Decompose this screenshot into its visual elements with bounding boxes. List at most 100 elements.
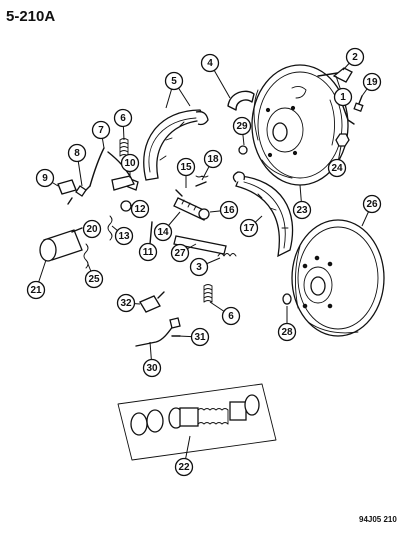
callout-circle: [130, 199, 150, 219]
callout-number: 30: [146, 363, 158, 374]
callout-number: 4: [207, 58, 213, 69]
callout-circle: [114, 226, 134, 246]
part-32-bracket-drawing: [139, 291, 165, 313]
part-9-clip-drawing: [57, 179, 77, 205]
part-11-pin-drawing: [149, 221, 153, 245]
callout-c12: 12: [130, 199, 150, 219]
callout-circle: [174, 457, 194, 477]
callout-number: 2: [352, 52, 358, 63]
callout-c20: 20: [82, 219, 102, 239]
callout-circle: [200, 53, 220, 73]
callout-c21: 21: [26, 280, 46, 300]
callout-circle: [176, 157, 196, 177]
callout-number: 22: [178, 462, 190, 473]
callout-c6b: 6: [221, 306, 241, 326]
callout-number: 18: [207, 154, 219, 165]
callout-number: 19: [366, 77, 378, 88]
callout-c19: 19: [362, 72, 382, 92]
brake-shoe-upper-drawing: [143, 109, 209, 181]
callout-circle: [232, 116, 252, 136]
callout-number: 25: [88, 274, 100, 285]
callout-c30: 30: [142, 358, 162, 378]
callout-circle: [113, 108, 133, 128]
callout-circle: [84, 269, 104, 289]
callout-c17: 17: [239, 218, 259, 238]
backing-plate-drawing: [251, 64, 349, 186]
callout-number: 10: [124, 158, 136, 169]
callout-circle: [26, 280, 46, 300]
callout-c10: 10: [120, 153, 140, 173]
spring-6-lower-drawing: [203, 284, 213, 303]
callout-number: 31: [194, 332, 206, 343]
callout-c16: 16: [219, 200, 239, 220]
callout-c4: 4: [200, 53, 220, 73]
callout-circle: [189, 257, 209, 277]
callout-number: 20: [86, 224, 98, 235]
callout-circle: [277, 322, 297, 342]
brake-shoe-lower-drawing: [232, 171, 294, 258]
callout-number: 15: [180, 162, 192, 173]
callout-c14: 14: [153, 222, 173, 242]
callout-circle: [164, 71, 184, 91]
callout-number: 1: [340, 92, 346, 103]
brake-drum-drawing: [291, 219, 385, 337]
callout-c3: 3: [189, 257, 209, 277]
callout-c28: 28: [277, 322, 297, 342]
callout-number: 8: [74, 148, 80, 159]
callout-c2: 2: [345, 47, 365, 67]
callout-c8: 8: [67, 143, 87, 163]
callout-c31: 31: [190, 327, 210, 347]
spring-3-drawing: [217, 253, 237, 257]
callout-circle: [239, 218, 259, 238]
callout-c15: 15: [176, 157, 196, 177]
callout-circle: [91, 120, 111, 140]
callout-circle: [153, 222, 173, 242]
callout-circle: [142, 358, 162, 378]
figure-code: 94J05 210: [359, 515, 397, 524]
callout-c1: 1: [333, 87, 353, 107]
callout-number: 7: [98, 125, 104, 136]
callout-number: 3: [196, 262, 202, 273]
callout-c23: 23: [292, 200, 312, 220]
callout-c27: 27: [170, 243, 190, 263]
callout-circle: [138, 242, 158, 262]
part-29-plug-drawing: [238, 145, 248, 155]
page-reference: 5-210A: [6, 8, 55, 25]
callout-number: 11: [143, 247, 154, 258]
part-25-spring-drawing: [83, 243, 89, 269]
callout-c9: 9: [35, 168, 55, 188]
callout-number: 23: [296, 205, 308, 216]
part-4-clip-drawing: [227, 90, 255, 111]
callout-circle: [203, 149, 223, 169]
callout-number: 21: [30, 285, 42, 296]
part-19-bleeder-drawing: [353, 95, 364, 113]
callout-c13: 13: [114, 226, 134, 246]
callout-c29: 29: [232, 116, 252, 136]
callout-c7: 7: [91, 120, 111, 140]
callout-circle: [219, 200, 239, 220]
callout-number: 29: [236, 121, 248, 132]
callout-number: 26: [366, 199, 378, 210]
callout-circle: [327, 158, 347, 178]
callout-circle: [292, 200, 312, 220]
callout-number: 24: [331, 163, 343, 174]
callout-number: 17: [243, 223, 255, 234]
callout-c24: 24: [327, 158, 347, 178]
part-30-cable-drawing: [135, 317, 181, 347]
part-24-nut-drawing: [335, 133, 350, 147]
callout-number: 32: [120, 298, 132, 309]
callout-number: 5: [171, 76, 177, 87]
callout-number: 13: [118, 231, 130, 242]
wheel-cylinder-drawing: [39, 227, 83, 262]
callout-circle: [362, 194, 382, 214]
strut-27-drawing: [173, 235, 227, 255]
callout-circle: [333, 87, 353, 107]
callout-circle: [120, 153, 140, 173]
callout-c25: 25: [84, 269, 104, 289]
cylinder-kit-drawing: [117, 383, 277, 461]
callout-circle: [345, 47, 365, 67]
callout-number: 28: [281, 327, 293, 338]
callout-number: 9: [42, 173, 48, 184]
callout-circle: [170, 243, 190, 263]
